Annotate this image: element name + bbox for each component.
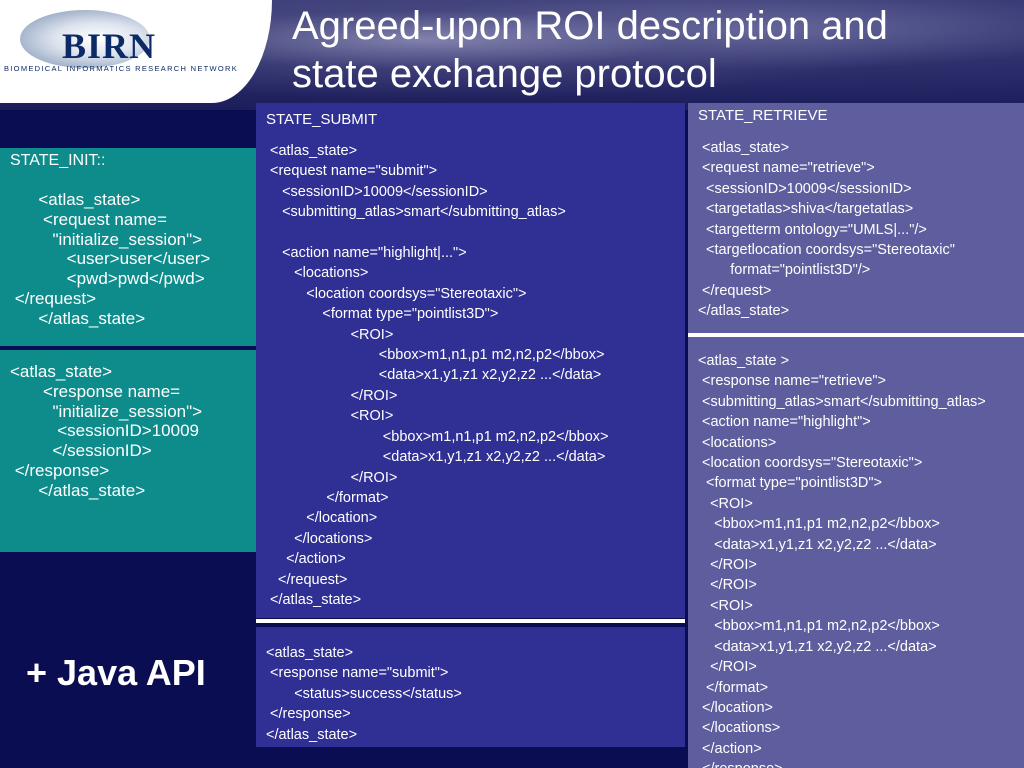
logo-swoosh-icon <box>20 10 150 68</box>
slide-title: Agreed-upon ROI description and state ex… <box>292 4 888 96</box>
state-init-response-panel: <atlas_state> <response name= "initializ… <box>0 350 256 552</box>
submit-divider <box>256 619 685 623</box>
state-init-response-code: <atlas_state> <response name= "initializ… <box>10 362 203 500</box>
state-init-request-panel: STATE_INIT:: <atlas_state> <request name… <box>0 148 256 346</box>
state-init-request-code: <atlas_state> <request name= "initialize… <box>14 190 211 328</box>
state-retrieve-response-panel: <atlas_state > <response name="retrieve"… <box>688 337 1024 768</box>
state-retrieve-request-panel: STATE_RETRIEVE <atlas_state> <request na… <box>688 103 1024 333</box>
logo-name: BIRN <box>62 26 157 66</box>
state-retrieve-request-code: <atlas_state> <request name="retrieve"> … <box>698 140 955 320</box>
retrieve-divider <box>688 333 1024 337</box>
state-submit-response-panel: <atlas_state> <response name="submit"> <… <box>256 627 685 747</box>
state-submit-request-code: <atlas_state> <request name="submit"> <s… <box>270 143 609 608</box>
java-api-label: + Java API <box>26 652 206 693</box>
state-submit-response-code: <atlas_state> <response name="submit"> <… <box>266 645 462 743</box>
state-submit-label: STATE_SUBMIT <box>266 111 378 128</box>
state-submit-request-panel: STATE_SUBMIT <atlas_state> <request name… <box>256 103 685 618</box>
state-retrieve-response-code: <atlas_state > <response name="retrieve"… <box>698 353 986 768</box>
birn-logo: BIRN BIOMEDICAL INFORMATICS RESEARCH NET… <box>0 0 272 103</box>
state-retrieve-label: STATE_RETRIEVE <box>698 107 828 124</box>
state-init-label: STATE_INIT:: <box>10 152 106 169</box>
logo-tagline: BIOMEDICAL INFORMATICS RESEARCH NETWORK <box>4 64 239 73</box>
